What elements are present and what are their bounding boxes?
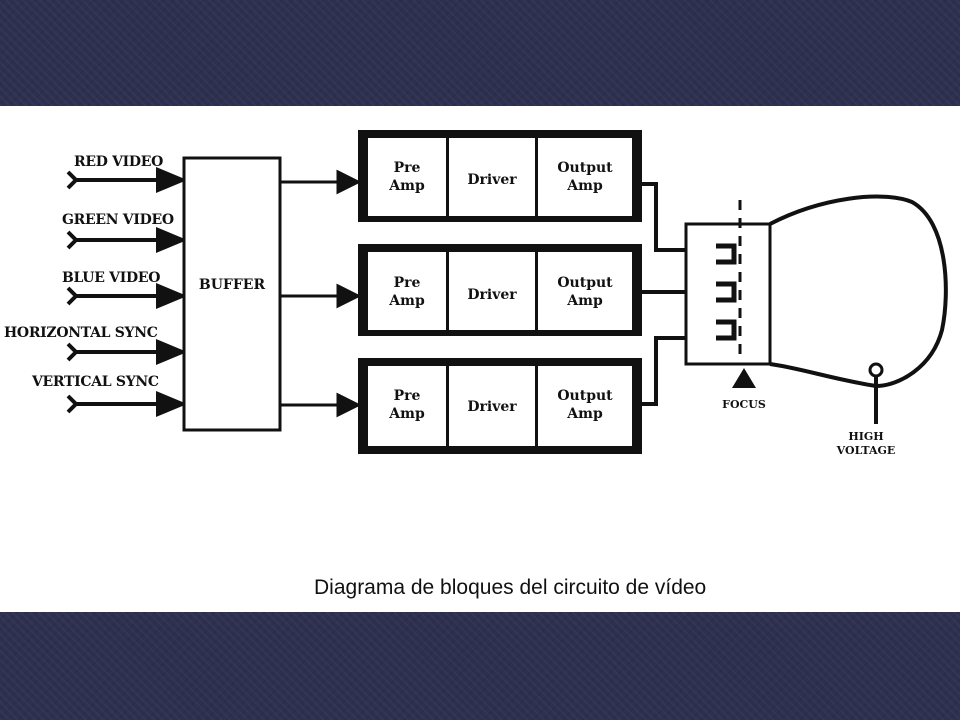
input-arrow-blue <box>66 283 188 309</box>
pre-amp-label: Pre <box>394 388 421 404</box>
output-amp-label-2: Amp <box>566 178 603 194</box>
pre-amp-label-2: Amp <box>388 293 425 309</box>
output-amp-block <box>538 366 632 446</box>
input-arrow-horizontal-sync <box>66 339 188 365</box>
output-amp-label: Output <box>557 388 613 404</box>
focus-label: FOCUS <box>722 398 766 411</box>
channel-2: Pre Amp Driver Output Amp <box>358 244 642 336</box>
slide-content: RED VIDEO GREEN VIDEO BLUE VIDEO HORIZON… <box>0 106 960 612</box>
high-voltage-label-2: VOLTAGE <box>836 444 896 457</box>
pre-amp-label-2: Amp <box>388 178 425 194</box>
input-label-blue-video: BLUE VIDEO <box>62 270 160 286</box>
pre-amp-block <box>368 252 446 330</box>
pre-amp-block <box>368 138 446 216</box>
driver-block <box>449 252 535 330</box>
channel-1: Pre Amp Driver Output Amp <box>358 130 642 222</box>
crt-bulb <box>769 194 948 389</box>
diagram-caption: Diagrama de bloques del circuito de víde… <box>314 576 707 599</box>
driver-block <box>449 366 535 446</box>
video-circuit-block-diagram: RED VIDEO GREEN VIDEO BLUE VIDEO HORIZON… <box>4 130 948 457</box>
driver-label: Driver <box>467 172 517 188</box>
input-arrow-red <box>66 167 188 193</box>
input-label-green-video: GREEN VIDEO <box>62 212 174 228</box>
input-label-vertical-sync: VERTICAL SYNC <box>31 374 159 390</box>
pre-amp-label-2: Amp <box>388 406 425 422</box>
buffer-block <box>182 156 282 432</box>
crt-gun-assembly <box>684 200 772 366</box>
output-amp-label-2: Amp <box>566 406 603 422</box>
pre-amp-label: Pre <box>394 160 421 176</box>
driver-label: Driver <box>467 399 517 415</box>
anode-terminal-icon <box>868 362 884 378</box>
channel-3: Pre Amp Driver Output Amp <box>358 358 642 454</box>
output-amp-label-2: Amp <box>566 293 603 309</box>
input-arrow-green <box>66 227 188 253</box>
focus-arrow-icon <box>732 368 756 388</box>
pre-amp-block <box>368 366 446 446</box>
driver-block <box>449 138 535 216</box>
output-amp-label: Output <box>557 275 613 291</box>
input-arrow-vertical-sync <box>66 391 188 417</box>
bottom-band <box>0 612 960 720</box>
buffer-to-channel-arrows <box>280 169 362 418</box>
input-label-red-video: RED VIDEO <box>74 154 163 170</box>
input-label-horizontal-sync: HORIZONTAL SYNC <box>4 325 158 341</box>
output-amp-block <box>538 252 632 330</box>
buffer-label: BUFFER <box>199 277 266 293</box>
driver-label: Driver <box>467 287 517 303</box>
top-band <box>0 0 960 106</box>
pre-amp-label: Pre <box>394 275 421 291</box>
high-voltage-label-1: HIGH <box>848 430 883 443</box>
output-amp-block <box>538 138 632 216</box>
input-arrows <box>66 167 188 417</box>
output-amp-label: Output <box>557 160 613 176</box>
